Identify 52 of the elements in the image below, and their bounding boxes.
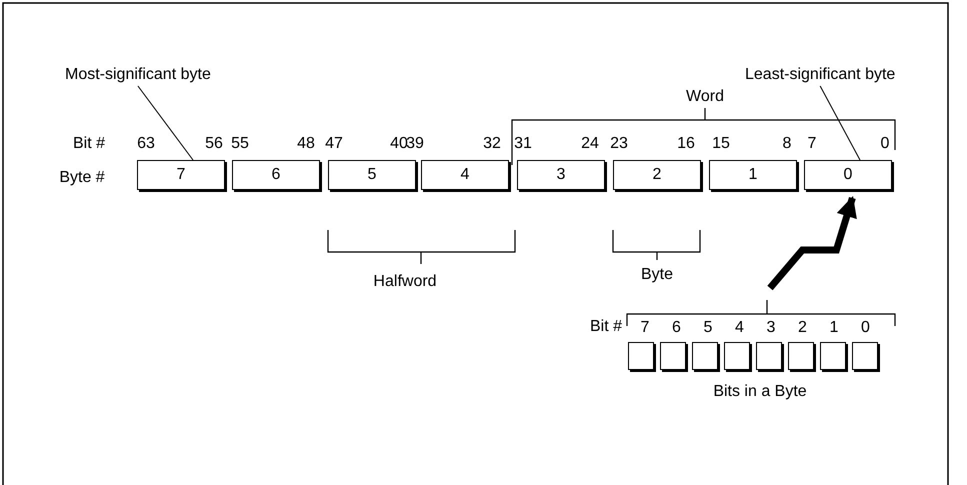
bit-box	[724, 342, 750, 370]
byte-box: 5	[328, 160, 416, 190]
bit-number: 47	[325, 136, 343, 152]
bit-number: 2	[798, 320, 807, 336]
bit-number: 0	[880, 136, 890, 152]
byte-box: 4	[421, 160, 509, 190]
row-label: Bit #	[73, 136, 105, 152]
bit-number: 7	[640, 320, 650, 336]
arrow	[767, 196, 857, 290]
bit-number: 4	[735, 320, 744, 336]
bit-box	[788, 342, 814, 370]
bit-box	[692, 342, 718, 370]
bit-number: 32	[483, 136, 501, 152]
callout-text: Least-significant byte	[745, 66, 896, 84]
bracket-label: Halfword	[373, 274, 437, 290]
bit-box	[852, 342, 878, 370]
bit-number: 8	[782, 136, 792, 152]
bit-number: 7	[808, 136, 816, 152]
row-label: Byte #	[59, 170, 105, 186]
leader-line	[137, 86, 194, 160]
bit-number: 0	[861, 320, 870, 336]
leader-line	[820, 86, 860, 160]
bit-number: 15	[712, 136, 730, 152]
bit-number: 55	[231, 136, 249, 152]
bit-number: 5	[704, 320, 712, 336]
bit-number: 40	[390, 136, 408, 152]
bit-number: 6	[672, 320, 681, 336]
bit-number: 63	[137, 136, 155, 152]
bracket-label: Byte	[641, 267, 673, 283]
bit-number: 39	[406, 136, 424, 152]
bit-number: 31	[514, 136, 532, 152]
bit-box	[628, 342, 654, 370]
row-label: Bit #	[590, 319, 622, 335]
bit-number: 56	[205, 136, 223, 152]
bit-number: 3	[766, 320, 776, 336]
bit-number: 16	[677, 136, 695, 152]
bit-number: 24	[581, 136, 599, 152]
bit-box	[820, 342, 846, 370]
byte-box: 0	[804, 160, 892, 190]
bit-box	[756, 342, 782, 370]
byte-box: 7	[137, 160, 225, 190]
bit-number: 1	[830, 320, 838, 336]
byte-box: 3	[517, 160, 605, 190]
bit-number: 23	[610, 136, 628, 152]
caption-text: Bits in a Byte	[713, 384, 807, 400]
byte-box: 1	[709, 160, 797, 190]
bit-number: 48	[297, 136, 315, 152]
bit-box	[660, 342, 686, 370]
bracket-label: Word	[686, 89, 724, 105]
byte-box: 2	[613, 160, 701, 190]
callout-text: Most-significant byte	[65, 66, 211, 84]
byte-box: 6	[232, 160, 320, 190]
